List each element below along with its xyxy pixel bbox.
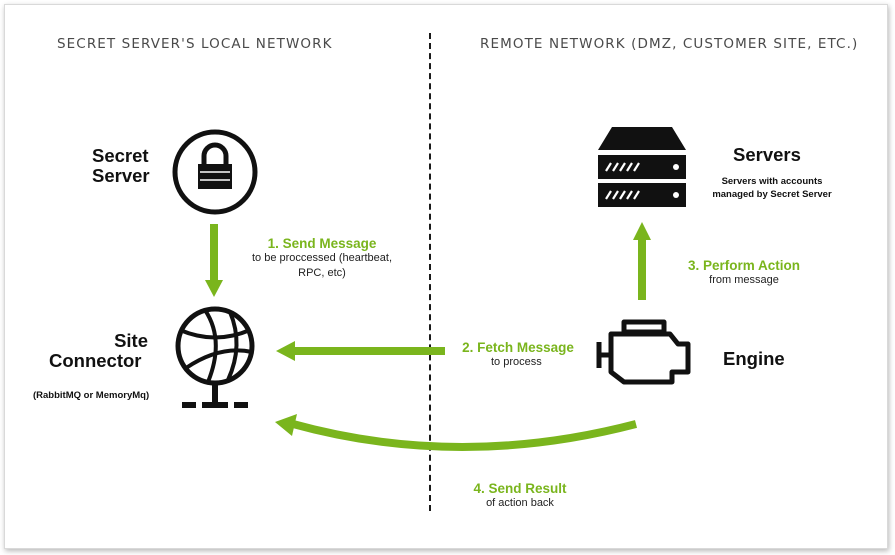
step-fetch-message: 2. Fetch Message to process	[447, 340, 589, 370]
globe-network-icon	[175, 306, 255, 408]
arrow-fetch-message	[276, 341, 445, 361]
secret-server-label-line2: Server	[92, 165, 150, 187]
network-divider	[429, 33, 431, 511]
step-1-desc-line1: to be proccessed (heartbeat,	[251, 252, 393, 264]
step-1-title: 1. Send Message	[267, 236, 377, 251]
arrow-perform-action	[633, 222, 651, 300]
diagram-frame	[4, 4, 888, 549]
step-4-title: 4. Send Result	[473, 481, 567, 496]
site-connector-label-line1: Site	[114, 330, 148, 351]
site-connector-label: Site	[80, 330, 148, 351]
arrow-send-message	[205, 224, 223, 297]
local-network-heading: SECRET SERVER'S LOCAL NETWORK	[57, 36, 333, 52]
engine-label: Engine	[723, 348, 785, 369]
secret-server-label-line1: Secret	[92, 145, 149, 166]
step-3-desc-line1: from message	[709, 274, 779, 286]
servers-note-line1: Servers with accounts	[721, 176, 823, 187]
server-rack-icon	[598, 127, 686, 207]
step-4-desc-line1: of action back	[486, 497, 554, 509]
secret-server-label: Secret Server	[92, 145, 150, 187]
step-2-desc-line1: to process	[491, 356, 542, 368]
lock-icon	[172, 129, 258, 215]
site-connector-note: (RabbitMQ or MemoryMq)	[33, 390, 150, 401]
remote-network-heading: REMOTE NETWORK (DMZ, CUSTOMER SITE, ETC.…	[480, 36, 859, 52]
arrow-send-result	[275, 414, 638, 451]
step-1-desc-line2: RPC, etc)	[298, 266, 346, 279]
step-3-title: 3. Perform Action	[687, 258, 801, 273]
site-connector-label-line2: Connector	[49, 350, 142, 371]
step-2-title: 2. Fetch Message	[462, 340, 574, 355]
servers-label: Servers	[733, 144, 801, 165]
site-connector-label-2: Connector	[49, 350, 142, 371]
servers-note: Servers with accounts managed by Secret …	[708, 175, 836, 202]
servers-note-line2: managed by Secret Server	[712, 189, 832, 201]
step-send-message: 1. Send Message to be proccessed (heartb…	[240, 236, 404, 281]
step-send-result: 4. Send Result of action back	[450, 481, 590, 511]
step-perform-action: 3. Perform Action from message	[670, 258, 818, 288]
engine-icon	[596, 319, 691, 385]
